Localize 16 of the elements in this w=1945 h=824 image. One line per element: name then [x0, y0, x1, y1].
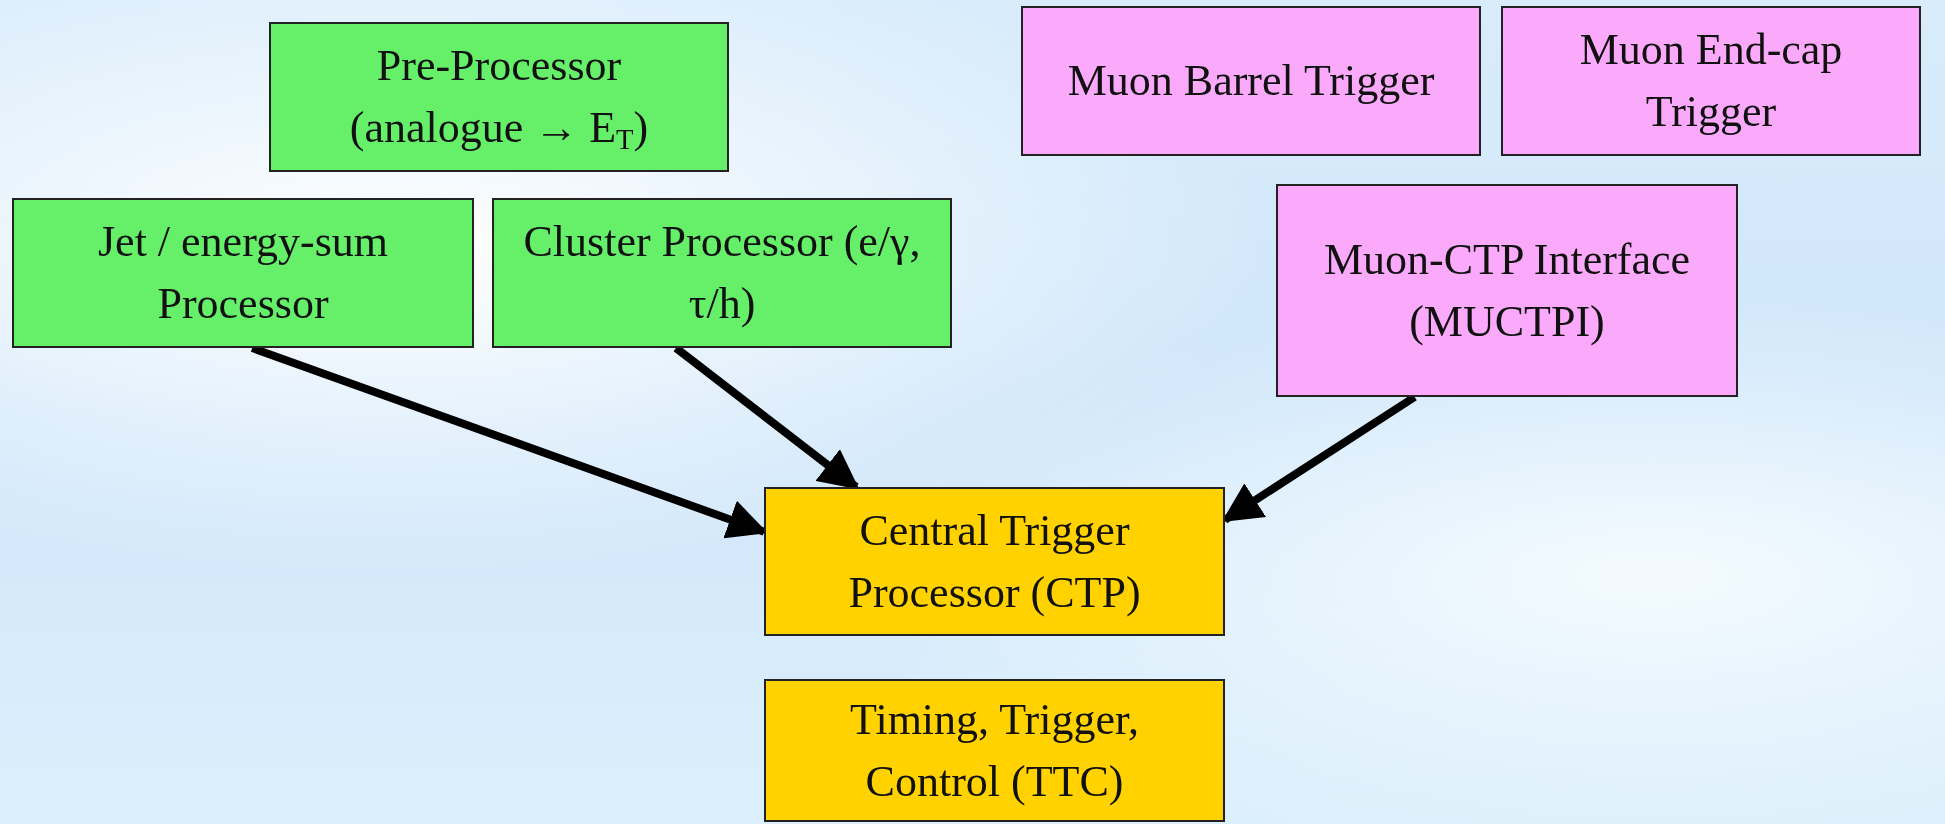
process-box	[12, 198, 474, 348]
box-label: Muon-CTP Interface (MUCTPI)	[1322, 233, 1692, 348]
process-box	[1501, 6, 1921, 156]
process-box	[1021, 6, 1481, 156]
box-label: Jet / energy-sum Processor	[97, 216, 389, 330]
process-box	[269, 22, 729, 172]
box-label: Pre-Processor (analogue → E$_{T}$)	[348, 40, 650, 158]
box-label: Central Trigger Processor (CTP)	[847, 504, 1142, 619]
box-label: Timing, Trigger, Control (TTC)	[849, 693, 1140, 808]
process-box	[764, 679, 1225, 822]
box-label: Muon End-cap Trigger	[1578, 24, 1844, 138]
box-label: Cluster Processor (e/γ, τ/h)	[522, 216, 922, 330]
process-box	[492, 198, 952, 348]
process-box	[1276, 184, 1738, 397]
box-label: Muon Barrel Trigger	[1067, 55, 1435, 108]
process-box	[764, 487, 1225, 636]
